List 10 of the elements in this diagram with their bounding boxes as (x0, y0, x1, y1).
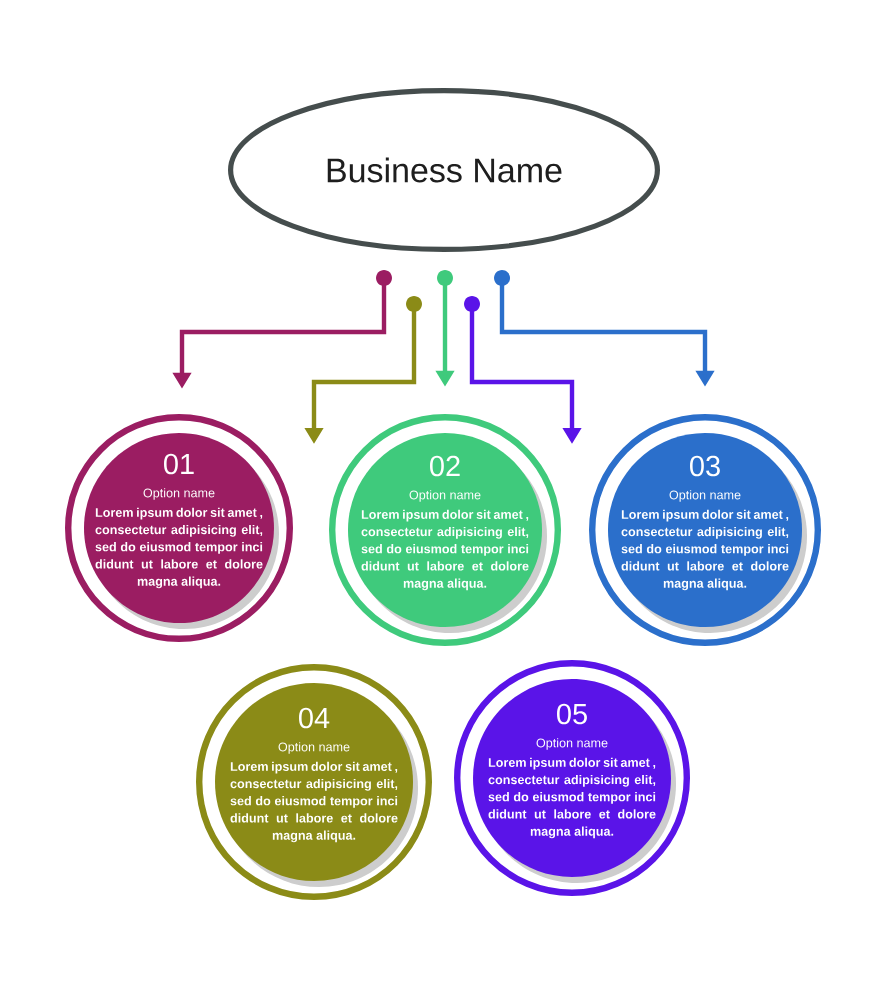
option-circle (589, 414, 822, 646)
step-number: 03 (690, 455, 720, 477)
option-circle (196, 664, 432, 900)
option-circle (65, 414, 293, 642)
option-circle (329, 414, 561, 646)
step-number: 05 (557, 703, 587, 725)
step-number: 02 (430, 455, 460, 477)
step-number: 01 (164, 453, 194, 475)
option-circle (454, 660, 690, 896)
step-number: 04 (299, 707, 330, 729)
